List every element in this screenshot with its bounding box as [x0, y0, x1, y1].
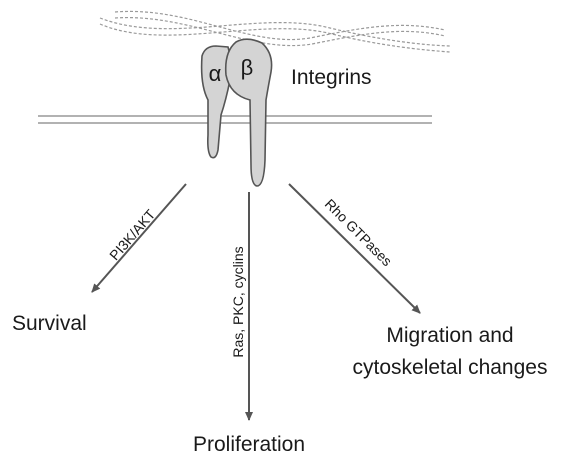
outcome-migration-line1: Migration and — [386, 324, 513, 347]
outcome-survival: Survival — [12, 312, 87, 335]
pathway-label-survival: PI3K/AKT — [106, 206, 159, 263]
pathway-label-proliferation: Ras, PKC, cyclins — [230, 246, 246, 357]
outcome-migration-line2: cytoskeletal changes — [353, 356, 548, 379]
pathway-label-migration: Rho GTPases — [322, 196, 395, 269]
outcome-proliferation: Proliferation — [193, 433, 305, 456]
alpha-label: α — [209, 61, 222, 86]
arrow-migration — [289, 184, 420, 313]
beta-label: β — [241, 55, 254, 80]
ecm-fiber — [115, 18, 445, 46]
ecm-fibers — [100, 11, 450, 52]
plasma-membrane — [38, 116, 432, 123]
ecm-fiber — [100, 24, 450, 52]
integrins-label: Integrins — [291, 66, 372, 89]
